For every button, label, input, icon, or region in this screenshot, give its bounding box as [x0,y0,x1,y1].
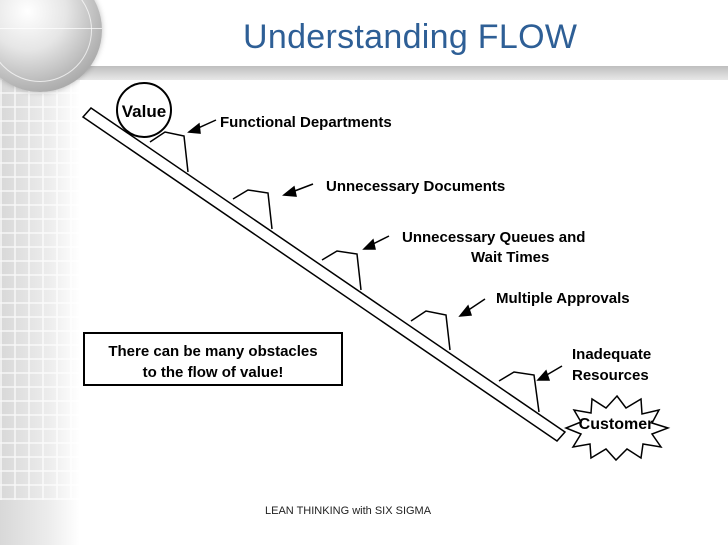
top-band [0,66,728,80]
arrow-4 [466,298,486,312]
diagram-panel [80,80,688,460]
obstacle-bump-2 [232,189,273,230]
slide-title: Understanding FLOW [243,18,578,56]
obstacle-label-5b: Resources [572,367,649,384]
obstacle-label-3b: Wait Times [471,249,549,266]
arrow-head-3 [362,238,376,250]
arrow-head-4 [458,304,473,317]
obstacle-bump-5 [498,371,540,413]
flow-slope [81,107,567,442]
grid-decoration [0,60,80,500]
arrow-head-1 [187,122,201,134]
slide-footer: LEAN THINKING with SIX SIGMA [265,505,432,517]
value-label: Value [122,102,166,121]
obstacle-label-5a: Inadequate [572,346,651,363]
obstacle-bump-3 [321,250,362,291]
value-circle [116,82,172,138]
obstacle-label-2: Unnecessary Documents [326,178,505,195]
arrow-head-5 [536,369,551,381]
obstacle-label-4: Multiple Approvals [496,290,630,307]
note-line-1: There can be many obstacles [108,343,317,360]
obstacle-label-1: Functional Departments [220,114,392,131]
obstacle-bump-1 [149,131,189,173]
obstacle-bump-4 [410,310,451,351]
customer-label: Customer [579,416,654,433]
note-box [83,332,343,386]
arrow-head-2 [282,185,297,197]
customer-starburst [563,394,671,462]
note-line-2: to the flow of value! [143,364,284,381]
obstacle-label-3a: Unnecessary Queues and [402,229,585,246]
